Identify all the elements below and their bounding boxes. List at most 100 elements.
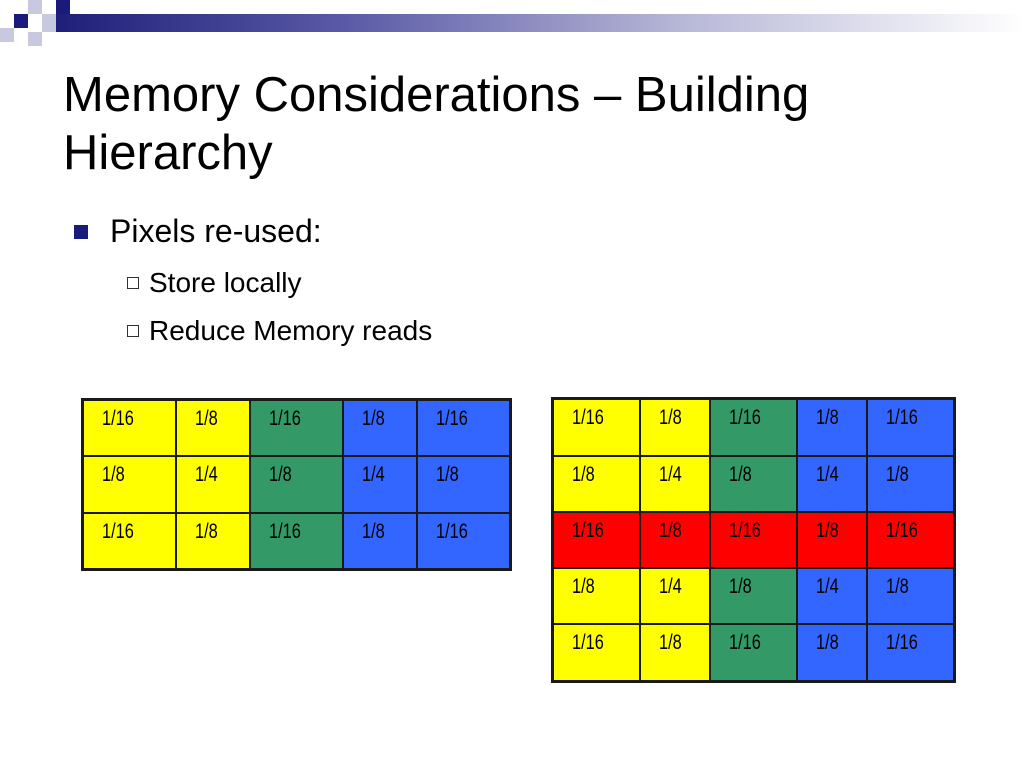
grid-row: 1/8 1/4 1/8 1/4 1/8 — [551, 567, 956, 626]
grid-cell: 1/16 — [551, 510, 641, 570]
grid-cell-value: 1/16 — [436, 519, 469, 543]
deco-square — [42, 14, 56, 32]
grid-cell-value: 1/16 — [269, 407, 302, 430]
grid-cell: 1/8 — [638, 623, 712, 683]
grid-cell-value: 1/8 — [572, 575, 595, 599]
grid-cell-value: 1/8 — [572, 462, 595, 486]
grid-cell: 1/16 — [709, 510, 798, 570]
grid-cell: 1/8 — [249, 455, 344, 514]
hollow-square-bullet-icon — [127, 277, 139, 289]
grid-cell-value: 1/4 — [815, 575, 839, 599]
grid-cell-value: 1/8 — [815, 631, 839, 655]
grid-cell-value: 1/16 — [572, 406, 604, 429]
grid-cell: 1/8 — [341, 511, 419, 571]
grid-cell-value: 1/16 — [572, 518, 604, 542]
grid-cell-value: 1/4 — [194, 463, 218, 487]
grid-cell: 1/8 — [174, 398, 252, 458]
left-weight-grid: 1/16 1/8 1/16 1/8 1/16 1/8 1/4 1/8 1/4 1/8 1/16 1/8… — [81, 398, 512, 571]
header-gradient-bar — [56, 14, 1024, 32]
grid-cell: 1/16 — [551, 397, 641, 457]
grid-cell: 1/8 — [638, 397, 712, 457]
grid-cell-value: 1/8 — [658, 631, 682, 655]
deco-square — [14, 14, 28, 28]
grid-cell-value: 1/8 — [815, 406, 839, 429]
deco-square — [56, 0, 70, 14]
grid-cell: 1/16 — [416, 511, 512, 571]
grid-cell: 1/16 — [865, 397, 956, 457]
grid-cell: 1/16 — [709, 397, 798, 457]
grid-cell: 1/8 — [551, 454, 641, 513]
grid-cell-value: 1/16 — [102, 407, 134, 430]
grid-cell: 1/8 — [795, 510, 868, 570]
grid-cell-value: 1/16 — [269, 519, 302, 543]
grid-row: 1/8 1/4 1/8 1/4 1/8 — [81, 455, 512, 514]
grid-cell: 1/16 — [249, 511, 344, 571]
grid-cell: 1/16 — [865, 623, 956, 683]
grid-cell-value: 1/8 — [269, 463, 293, 487]
grid-cell-value: 1/8 — [729, 575, 752, 599]
grid-cell-value: 1/16 — [885, 518, 918, 542]
grid-cell: 1/4 — [341, 455, 419, 514]
grid-cell: 1/8 — [709, 454, 798, 513]
grid-row: 1/16 1/8 1/16 1/8 1/16 — [81, 511, 512, 571]
grid-cell: 1/8 — [416, 455, 512, 514]
grid-cell-value: 1/16 — [885, 631, 918, 655]
grid-cell: 1/16 — [865, 510, 956, 570]
grid-cell-value: 1/8 — [729, 462, 752, 486]
grid-cell: 1/8 — [81, 455, 177, 514]
grid-row: 1/8 1/4 1/8 1/4 1/8 — [551, 454, 956, 513]
grid-cell: 1/8 — [174, 511, 252, 571]
grid-cell-value: 1/16 — [729, 631, 761, 655]
grid-cell: 1/8 — [341, 398, 419, 458]
grid-cell: 1/16 — [81, 398, 177, 458]
grid-cell-value: 1/16 — [572, 631, 604, 655]
grid-cell: 1/8 — [865, 567, 956, 626]
grid-cell-value: 1/8 — [361, 519, 385, 543]
grid-cell: 1/4 — [638, 567, 712, 626]
deco-square — [28, 0, 42, 14]
grid-row: 1/16 1/8 1/16 1/8 1/16 — [551, 510, 956, 570]
grid-cell-value: 1/8 — [102, 463, 125, 487]
grid-cell-value: 1/4 — [815, 462, 839, 486]
grid-cell-value: 1/16 — [729, 518, 761, 542]
grid-row: 1/16 1/8 1/16 1/8 1/16 — [551, 623, 956, 683]
grid-cell-value: 1/8 — [885, 462, 909, 486]
grid-row: 1/16 1/8 1/16 1/8 1/16 — [551, 397, 956, 457]
grid-cell-value: 1/8 — [658, 518, 682, 542]
grid-cell-value: 1/16 — [436, 407, 469, 430]
grid-cell: 1/4 — [638, 454, 712, 513]
grid-cell-value: 1/8 — [885, 575, 909, 599]
grid-cell-value: 1/8 — [194, 519, 218, 543]
grid-cell-value: 1/8 — [658, 406, 682, 429]
right-weight-grid: 1/16 1/8 1/16 1/8 1/16 1/8 1/4 1/8 1/4 1/8 1/16 1/8… — [551, 397, 956, 683]
grid-cell: 1/8 — [638, 510, 712, 570]
slide-title: Memory Considerations – Building Hierarc… — [63, 68, 810, 180]
grid-cell: 1/16 — [551, 623, 641, 683]
grid-cell-value: 1/16 — [729, 406, 761, 429]
grid-cell-value: 1/8 — [361, 407, 385, 430]
grid-cell: 1/8 — [709, 567, 798, 626]
hollow-square-bullet-icon — [127, 325, 139, 337]
grid-cell: 1/16 — [416, 398, 512, 458]
grid-cell-value: 1/4 — [658, 462, 682, 486]
grid-row: 1/16 1/8 1/16 1/8 1/16 — [81, 398, 512, 458]
grid-cell-value: 1/8 — [436, 463, 460, 487]
grid-cell: 1/4 — [795, 454, 868, 513]
grid-cell-value: 1/8 — [815, 518, 839, 542]
grid-cell: 1/8 — [795, 397, 868, 457]
grid-cell-value: 1/16 — [102, 519, 134, 543]
bullet-text: Pixels re-used: — [110, 213, 322, 249]
grid-cell: 1/8 — [795, 623, 868, 683]
sub-bullet-text: Store locally — [149, 267, 302, 298]
deco-square — [0, 28, 14, 42]
grid-cell: 1/8 — [551, 567, 641, 626]
grid-cell: 1/8 — [865, 454, 956, 513]
sub-bullet-text: Reduce Memory reads — [149, 315, 433, 346]
square-bullet-icon — [74, 225, 88, 239]
grid-cell: 1/16 — [249, 398, 344, 458]
grid-cell-value: 1/8 — [194, 407, 218, 430]
grid-cell-value: 1/4 — [658, 575, 682, 599]
grid-cell-value: 1/16 — [885, 406, 918, 429]
grid-cell: 1/4 — [174, 455, 252, 514]
grid-cell: 1/4 — [795, 567, 868, 626]
